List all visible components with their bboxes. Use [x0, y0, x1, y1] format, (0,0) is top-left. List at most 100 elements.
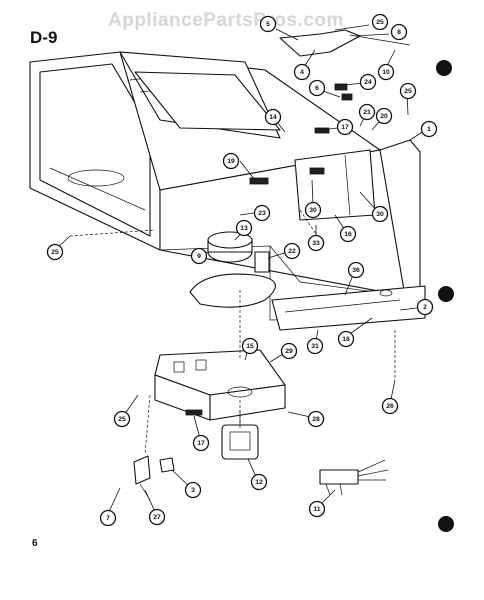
callout-circle: [381, 397, 399, 415]
callout-19: 19: [222, 152, 240, 170]
callout-circle: [46, 243, 64, 261]
callout-circle: [241, 337, 259, 355]
callout-label: 26: [386, 403, 394, 410]
callout-label: 11: [313, 506, 320, 513]
callout-label: 1: [427, 126, 431, 133]
callout-25-top: 25: [371, 13, 389, 31]
callout-circle: [184, 481, 202, 499]
callout-label: 22: [288, 248, 296, 255]
callout-circle: [358, 103, 376, 121]
callout-circle: [293, 63, 311, 81]
callout-8-top: 8: [390, 23, 408, 41]
callout-circle: [259, 15, 277, 33]
callout-36: 36: [347, 261, 365, 279]
callout-label: 18: [342, 336, 350, 343]
callout-17-top: 17: [336, 118, 354, 136]
callout-label: 25: [51, 249, 59, 256]
callout-27: 27: [148, 508, 166, 526]
callout-label: 25: [376, 19, 384, 26]
callout-label: 16: [344, 231, 352, 238]
callout-15: 15: [241, 337, 259, 355]
callout-circle: [99, 509, 117, 527]
binder-hole-top: [436, 60, 452, 76]
callout-25-lower-left: 25: [113, 410, 131, 428]
callout-21: 21: [358, 103, 376, 121]
callout-5: 5: [259, 15, 277, 33]
callout-circle: [113, 410, 131, 428]
callout-label: 36: [352, 267, 360, 274]
callout-3: 3: [184, 481, 202, 499]
callout-circle: [390, 23, 408, 41]
switch-bracket: [133, 455, 175, 501]
callout-circle: [253, 204, 271, 222]
callout-29: 29: [280, 342, 298, 360]
callout-circle: [337, 330, 355, 348]
callout-circle: [377, 63, 395, 81]
callout-14: 14: [264, 108, 282, 126]
callout-6: 6: [308, 79, 326, 97]
callout-circle: [307, 410, 325, 428]
callout-label: 19: [227, 158, 235, 165]
callout-circle: [190, 247, 208, 265]
callout-4: 4: [293, 63, 311, 81]
callout-label: 6: [315, 85, 319, 92]
watermark: AppliancePartsPros.com: [108, 10, 344, 31]
page-number: 6: [32, 538, 38, 549]
callout-circle: [399, 82, 417, 100]
callout-label: 8: [397, 29, 401, 36]
callout-33: 33: [307, 234, 325, 252]
callout-circle: [280, 342, 298, 360]
wire-harness: [319, 459, 389, 496]
motor-mount-plate: [154, 349, 286, 421]
callout-label: 14: [269, 114, 277, 121]
callout-label: 30: [376, 211, 384, 218]
callout-30-left: 30: [304, 201, 322, 219]
callout-circle: [264, 108, 282, 126]
callout-18: 18: [337, 330, 355, 348]
callout-7: 7: [99, 509, 117, 527]
callout-23: 23: [253, 204, 271, 222]
callout-label: 25: [404, 88, 412, 95]
callout-1: 1: [420, 120, 438, 138]
callout-circle: [308, 500, 326, 518]
callout-label: 29: [285, 348, 293, 355]
callout-circle: [304, 201, 322, 219]
binder-hole-bottom: [438, 516, 454, 532]
callout-label: 21: [363, 109, 371, 116]
callout-label: 20: [380, 113, 388, 120]
callout-circle: [222, 152, 240, 170]
callout-11: 11: [308, 500, 326, 518]
callout-label: 24: [364, 79, 372, 86]
callout-circle: [339, 225, 357, 243]
callout-17-bottom: 17: [192, 434, 210, 452]
callout-label: 5: [266, 21, 270, 28]
callout-label: 33: [312, 240, 320, 247]
callout-circle: [375, 107, 393, 125]
callout-12: 12: [250, 473, 268, 491]
callout-2: 2: [416, 298, 434, 316]
fan-assembly: [189, 231, 276, 308]
callout-circle: [307, 234, 325, 252]
callout-circle: [347, 261, 365, 279]
callout-circle: [416, 298, 434, 316]
callout-16: 16: [339, 225, 357, 243]
callout-circle: [192, 434, 210, 452]
callout-circle: [371, 205, 389, 223]
callout-label: 12: [255, 479, 263, 486]
callout-26: 26: [381, 397, 399, 415]
callout-circle: [359, 73, 377, 91]
callout-circle: [308, 79, 326, 97]
callout-circle: [250, 473, 268, 491]
callout-circle: [306, 337, 324, 355]
binder-hole-middle: [438, 286, 454, 302]
page-title: D-9: [30, 28, 58, 47]
callout-circle: [371, 13, 389, 31]
callout-label: 13: [240, 225, 248, 232]
callout-25-left: 25: [46, 243, 64, 261]
callout-label: 17: [197, 440, 205, 447]
callout-circle: [336, 118, 354, 136]
callout-label: 30: [309, 207, 317, 214]
callout-28: 28: [307, 410, 325, 428]
